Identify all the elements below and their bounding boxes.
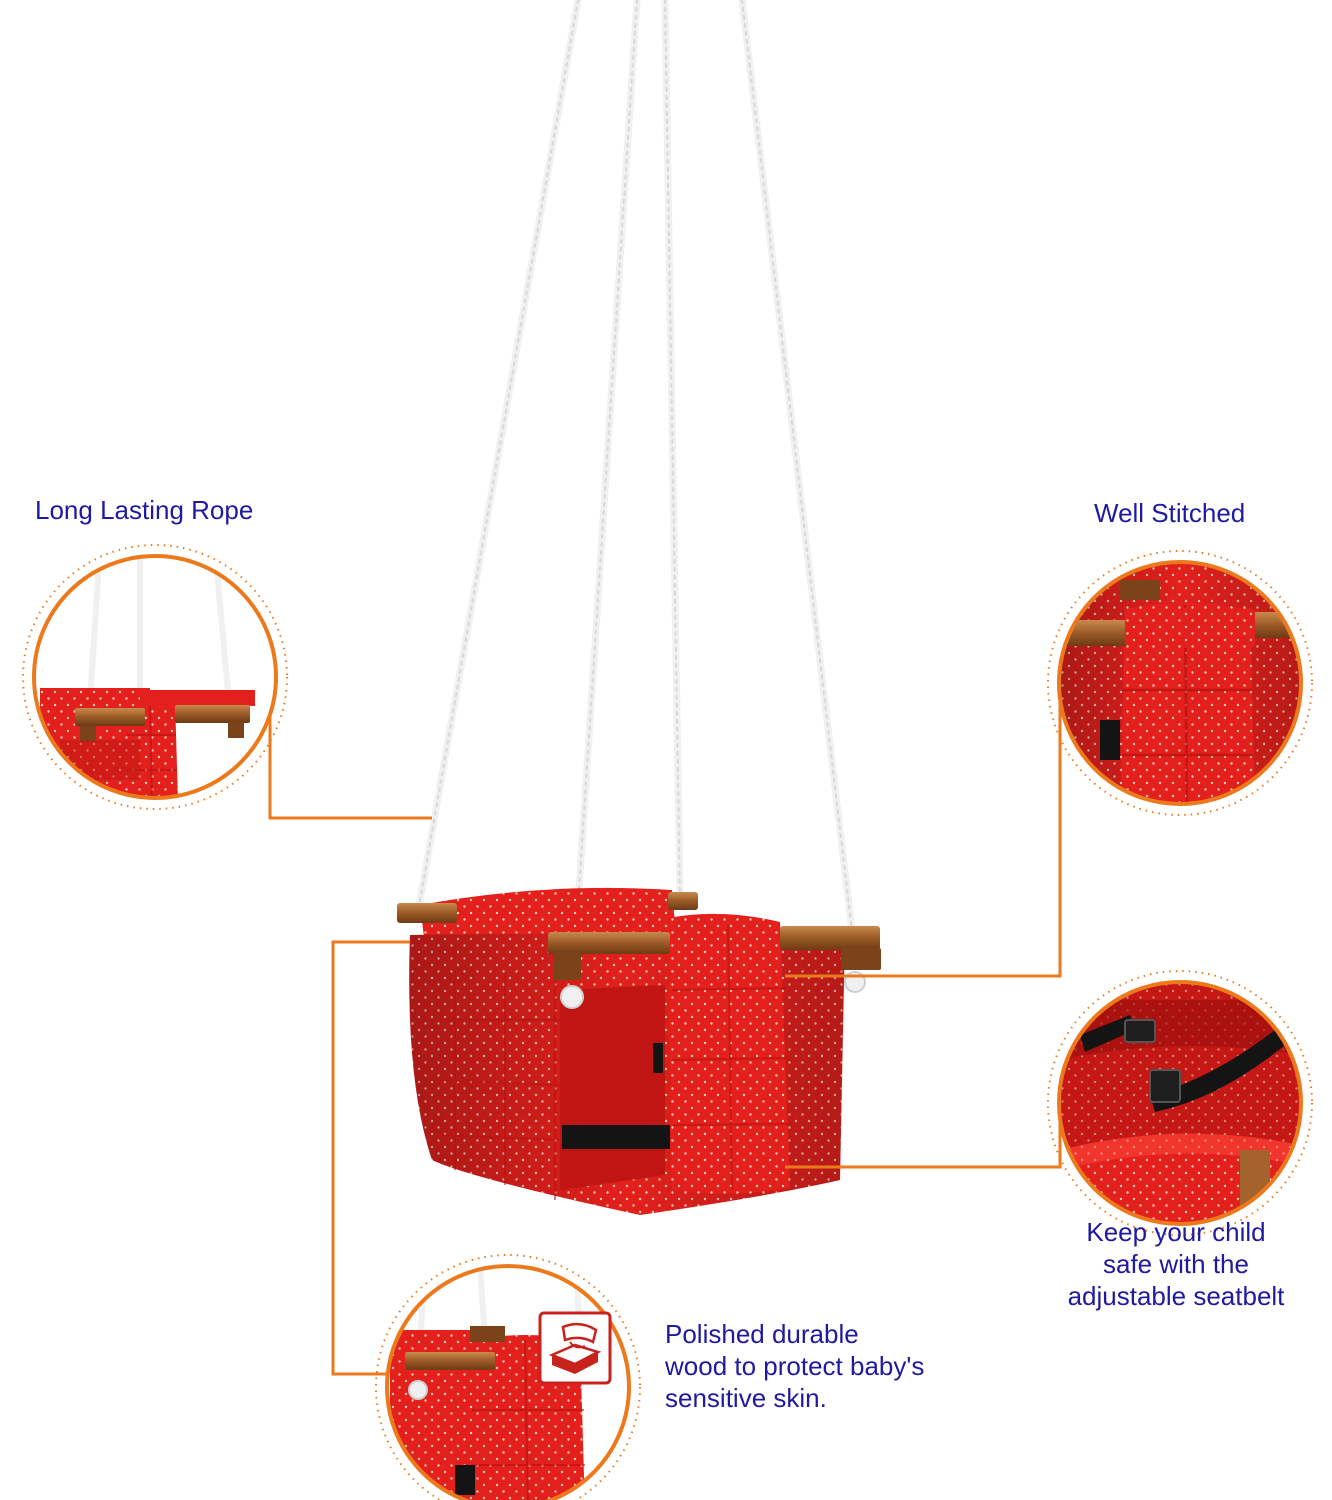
- callout-label-stitched: Well Stitched: [1094, 498, 1246, 528]
- seat-back-panel: [420, 887, 676, 945]
- swing-ropes: [414, 0, 860, 969]
- front-wood-post-left: [553, 952, 581, 980]
- callout-label-wood: Polished durable wood to protect baby's …: [665, 1319, 925, 1413]
- callout-label-rope: Long Lasting Rope: [35, 495, 254, 525]
- belt-strap-right: [1150, 1030, 1285, 1112]
- polished-wood-icon: [538, 1311, 612, 1385]
- callout-seatbelt-closeup: [1047, 970, 1313, 1236]
- front-wood-post-right: [841, 948, 881, 970]
- callout-rope-closeup: [22, 544, 288, 810]
- back-wood-bar-right: [668, 892, 698, 910]
- callout-label-seatbelt: Keep your child safe with the adjustable…: [1067, 1217, 1285, 1311]
- back-wood-bar: [397, 903, 457, 923]
- callout-connectors: [268, 690, 1062, 1376]
- callout-stitched-closeup: [1047, 550, 1313, 816]
- front-wood-bar-right: [780, 926, 880, 950]
- seatbelt-strap: [562, 1125, 670, 1149]
- belt-strap-left: [1080, 1015, 1135, 1052]
- front-wood-bar-left: [548, 932, 670, 954]
- callout-wood-closeup: [375, 1254, 641, 1500]
- leg-opening: [560, 985, 665, 1190]
- main-swing-illustration: [397, 0, 881, 1215]
